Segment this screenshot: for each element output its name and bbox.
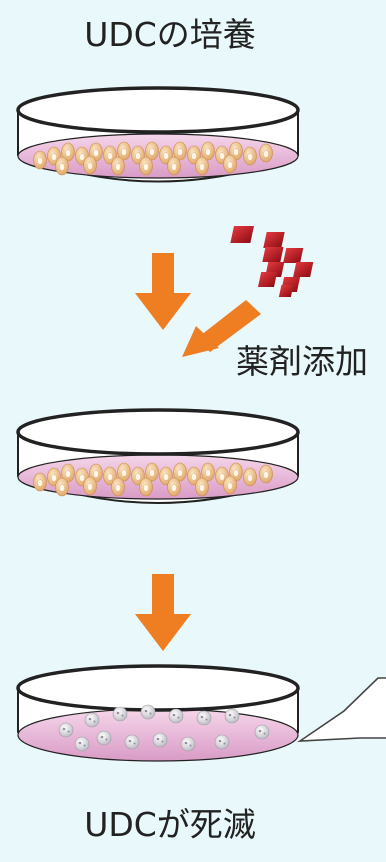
down-arrow-icon — [135, 574, 191, 651]
drug-cubes-icon — [230, 226, 314, 297]
speech-bubble — [297, 677, 386, 742]
petri-dish-icon — [16, 86, 300, 183]
petri-dish-icon — [16, 408, 300, 504]
down-arrow-icon — [135, 253, 191, 330]
petri-dish-icon — [16, 664, 300, 762]
step-label-cell-death: UDCが死滅 — [84, 805, 256, 844]
step-label-drug-addition: 薬剤添加 — [236, 342, 368, 381]
step-label-culture: UDCの培養 — [84, 15, 256, 54]
diagonal-arrow-icon — [182, 300, 261, 357]
